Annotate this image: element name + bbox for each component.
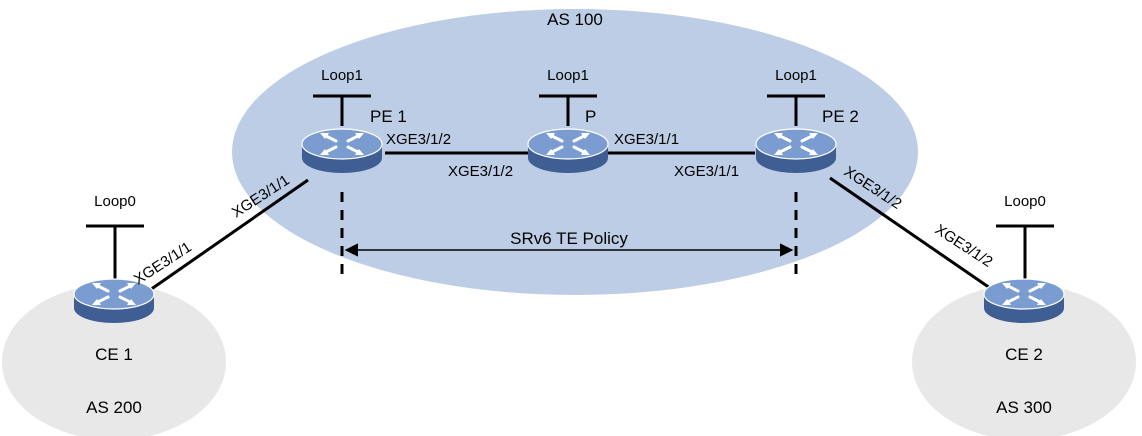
device-ce2-label: CE 2 [1005, 345, 1043, 364]
link-pe2-ce2 [829, 176, 991, 290]
policy-markers [340, 192, 798, 282]
as200-label: AS 200 [86, 398, 142, 417]
policy-label: SRv6 TE Policy [510, 229, 628, 248]
link-ce1-pe1 [149, 178, 309, 292]
router-pe1-icon [300, 127, 384, 175]
loopback-pe2-label: Loop1 [775, 67, 817, 84]
as300-area [912, 284, 1136, 436]
loopback-ce2-label: Loop0 [1004, 193, 1046, 210]
iface-ce2-to-pe2: XGE3/1/2 [932, 221, 996, 271]
device-pe2-label: PE 2 [822, 107, 859, 126]
router-p-icon [526, 127, 610, 175]
iface-p-to-pe1: XGE3/1/2 [448, 163, 513, 180]
loopback-ce1-label: Loop0 [94, 193, 136, 210]
iface-pe1-to-p: XGE3/1/2 [386, 131, 451, 148]
loopback-stubs [86, 94, 1054, 282]
links [149, 151, 991, 292]
as100-label: AS 100 [547, 10, 603, 29]
iface-pe2-to-p: XGE3/1/1 [674, 163, 739, 180]
as200-area [2, 284, 226, 436]
router-ce2-icon [982, 277, 1066, 325]
device-pe1-label: PE 1 [370, 107, 407, 126]
device-p-label: P [585, 107, 596, 126]
router-pe2-icon [754, 127, 838, 175]
loopback-pe1-label: Loop1 [321, 67, 363, 84]
iface-p-to-pe2: XGE3/1/1 [614, 131, 679, 148]
device-ce1-label: CE 1 [95, 345, 133, 364]
loopback-p-label: Loop1 [547, 67, 589, 84]
as300-label: AS 300 [996, 398, 1052, 417]
